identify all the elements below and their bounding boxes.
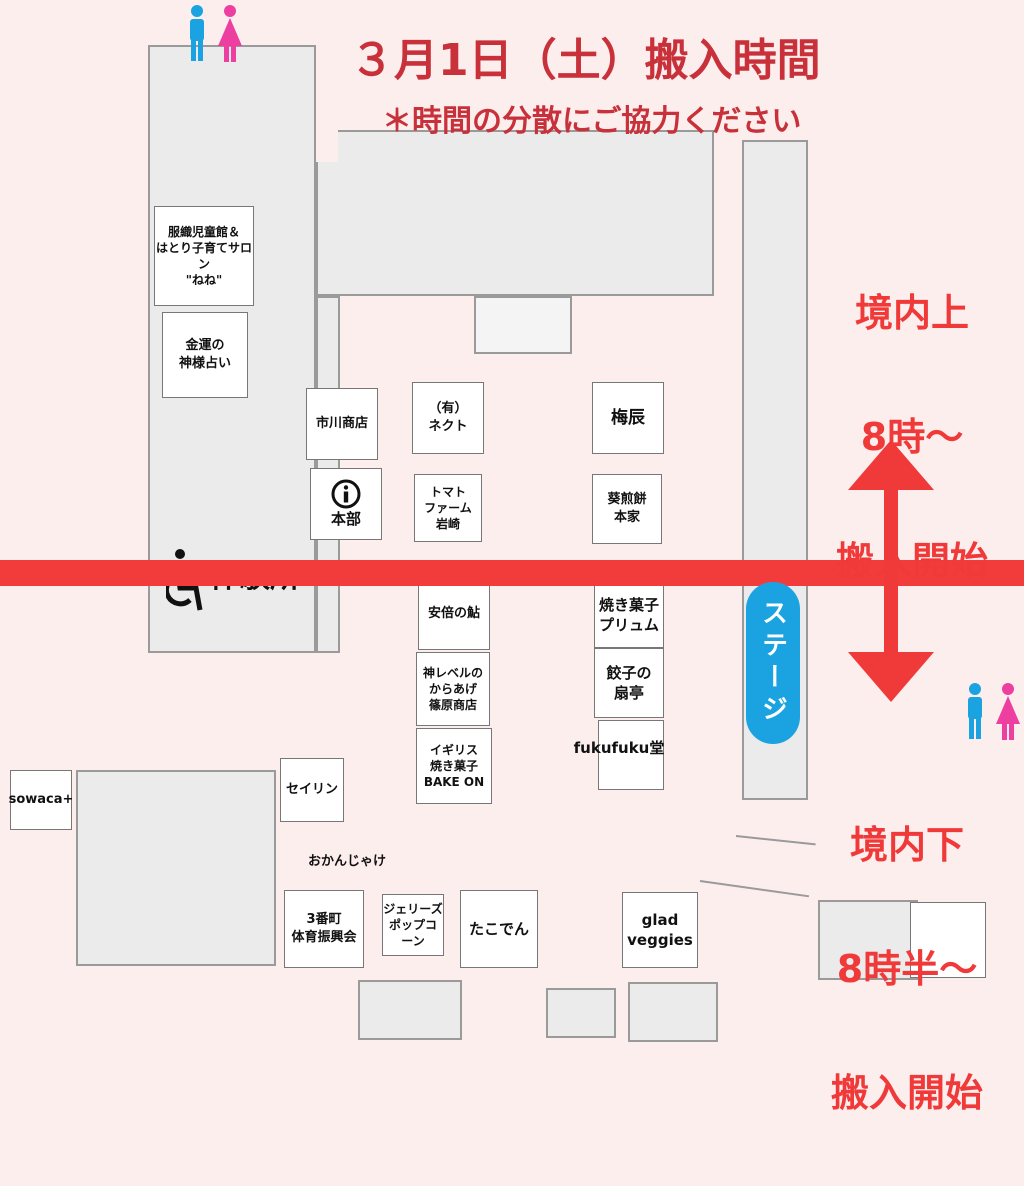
- stall-takoden: たこでん: [460, 890, 538, 968]
- stall-east-corner: [910, 902, 986, 978]
- zone-lower-time: 8時半～: [836, 947, 978, 991]
- zone-upper-time: 8時～: [860, 415, 964, 459]
- zone-divider-line: [0, 560, 1024, 586]
- stall-fukufuku-box: [598, 720, 664, 790]
- stall-popcorn: ジェリーズ ポップコーン: [382, 894, 444, 956]
- stall-fukufuku-label: fukufuku堂: [573, 739, 665, 757]
- stall-fortune: 金運の 神様占い: [162, 312, 248, 398]
- stall-karaage: 神レベルの からあげ 篠原商店: [416, 652, 490, 726]
- building-south-1: [358, 980, 462, 1040]
- zone-upper-info: 境内上 8時～ 搬入開始: [800, 220, 1024, 654]
- stall-bakeon: イギリス 焼き菓子 BAKE ON: [416, 728, 492, 804]
- building-south-3: [628, 982, 718, 1042]
- zone-lower-info: 境内下 8時半～ 搬入開始: [790, 752, 1024, 1186]
- stall-seirin: セイリン: [280, 758, 344, 822]
- stage-label: ステージ: [757, 599, 788, 727]
- stall-ichikawa: 市川商店: [306, 388, 378, 460]
- double-arrow-icon: [848, 440, 934, 702]
- zone-upper-note: 搬入開始: [835, 539, 988, 583]
- stall-nekuto: （有） ネクト: [412, 382, 484, 454]
- zone-lower-note: 搬入開始: [830, 1071, 983, 1115]
- building-southwest: [76, 770, 276, 966]
- hq-label: 本部: [330, 509, 361, 528]
- zone-upper-name: 境内上: [854, 291, 969, 335]
- stage: ステージ: [746, 582, 800, 744]
- hq-booth: 本部: [310, 468, 382, 540]
- building-gate: [474, 296, 572, 354]
- stall-sowaca: sowaca+: [9, 770, 73, 830]
- stall-gyoza: 餃子の 扇亭: [594, 648, 664, 718]
- building-south-2: [546, 988, 616, 1038]
- stall-plume: 焼き菓子 プリュム: [594, 582, 664, 648]
- building-notch: [316, 128, 338, 162]
- stall-tomato: トマト ファーム 岩崎: [414, 474, 482, 542]
- stall-abe-ayu: 安倍の鮎: [418, 578, 490, 650]
- restroom-icon: [190, 5, 242, 62]
- info-icon: [331, 479, 361, 509]
- stall-childrens-hall: 服織児童館＆ はとり子育てサロン "ねね": [154, 206, 254, 306]
- stall-glad: glad veggies: [622, 892, 698, 968]
- restroom-icon: [968, 683, 1020, 740]
- page-title: ３月1日（土）搬入時間: [350, 35, 821, 86]
- zone-lower-name: 境内下: [849, 823, 964, 867]
- page-subtitle: ＊時間の分散にご協力ください: [382, 104, 802, 139]
- building-upper-block: [316, 130, 714, 296]
- stall-aoi: 葵煎餅 本家: [592, 474, 662, 544]
- stall-sanbancho: 3番町 体育振興会: [284, 890, 364, 968]
- stall-umetatsu: 梅辰: [592, 382, 664, 454]
- stall-okanjake-label: おかんじゃけ: [307, 854, 386, 869]
